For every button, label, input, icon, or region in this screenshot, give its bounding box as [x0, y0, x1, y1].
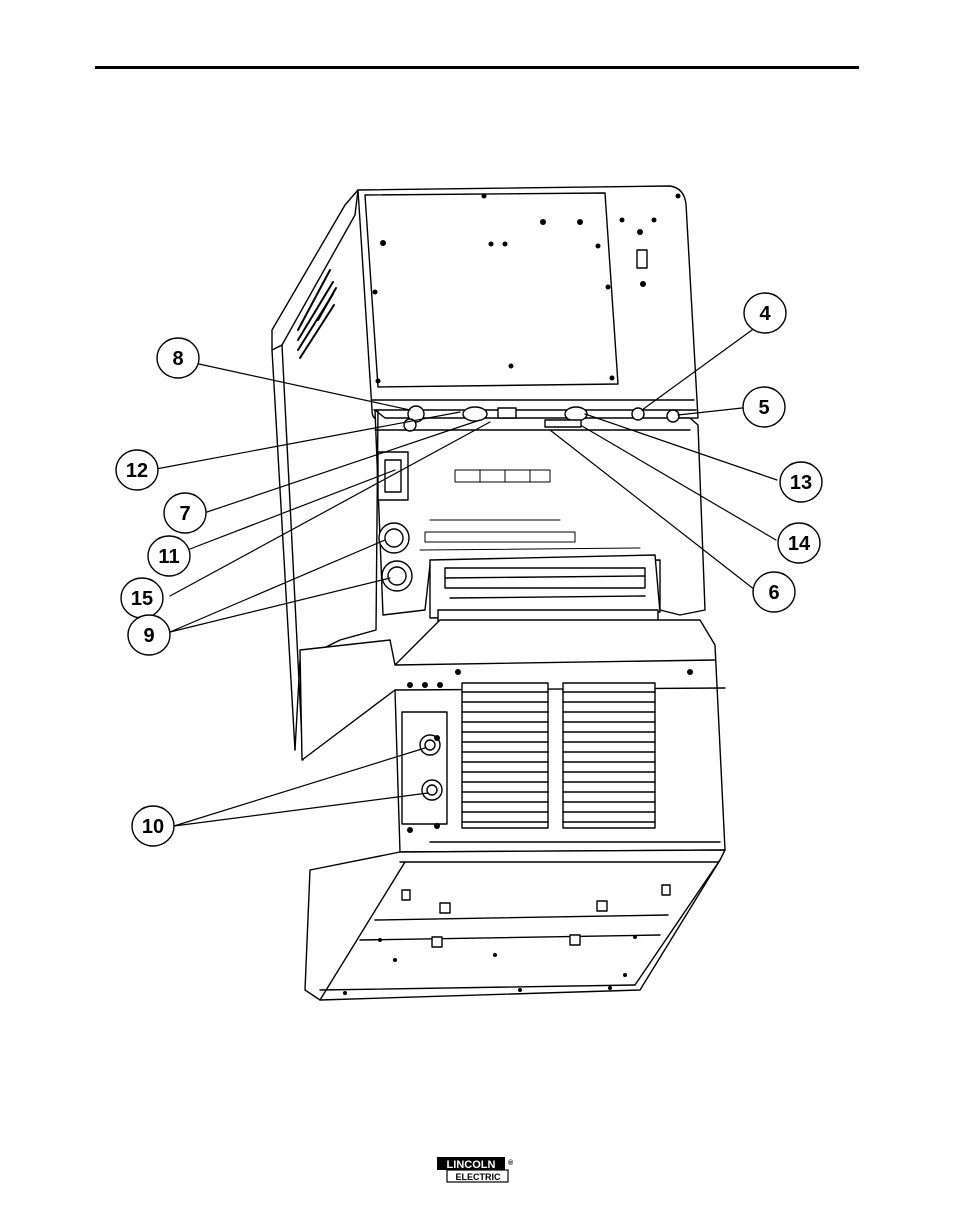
svg-text:®: ® [508, 1159, 514, 1167]
control-panel [375, 406, 705, 640]
top-panel [272, 186, 698, 420]
callout-6: 6 [753, 572, 795, 612]
svg-text:9: 9 [143, 625, 154, 647]
svg-text:7: 7 [179, 503, 190, 525]
svg-text:LINCOLN: LINCOLN [447, 1159, 496, 1171]
callout-14: 14 [778, 523, 820, 563]
rear-chassis [300, 620, 725, 852]
callout-4: 4 [744, 293, 786, 333]
svg-text:14: 14 [788, 533, 811, 555]
callout-7: 7 [164, 493, 206, 533]
callout-12: 12 [116, 450, 158, 490]
svg-text:6: 6 [768, 582, 779, 604]
callout-15: 15 [121, 578, 163, 618]
svg-text:11: 11 [158, 546, 179, 568]
callout-11: 11 [148, 536, 190, 576]
svg-text:4: 4 [759, 303, 771, 325]
svg-text:10: 10 [142, 816, 164, 838]
callout-8: 8 [157, 338, 199, 378]
callout-10: 10 [132, 806, 174, 846]
svg-text:15: 15 [131, 588, 153, 610]
svg-text:12: 12 [126, 460, 148, 482]
svg-text:5: 5 [758, 397, 769, 419]
svg-text:8: 8 [172, 348, 183, 370]
callout-9: 9 [128, 615, 170, 655]
svg-text:13: 13 [790, 472, 812, 494]
callout-5: 5 [743, 387, 785, 427]
base [305, 850, 725, 1000]
lincoln-electric-logo: LINCOLN ® ELECTRIC [437, 1157, 514, 1182]
callout-13: 13 [780, 462, 822, 502]
svg-text:ELECTRIC: ELECTRIC [456, 1172, 502, 1182]
